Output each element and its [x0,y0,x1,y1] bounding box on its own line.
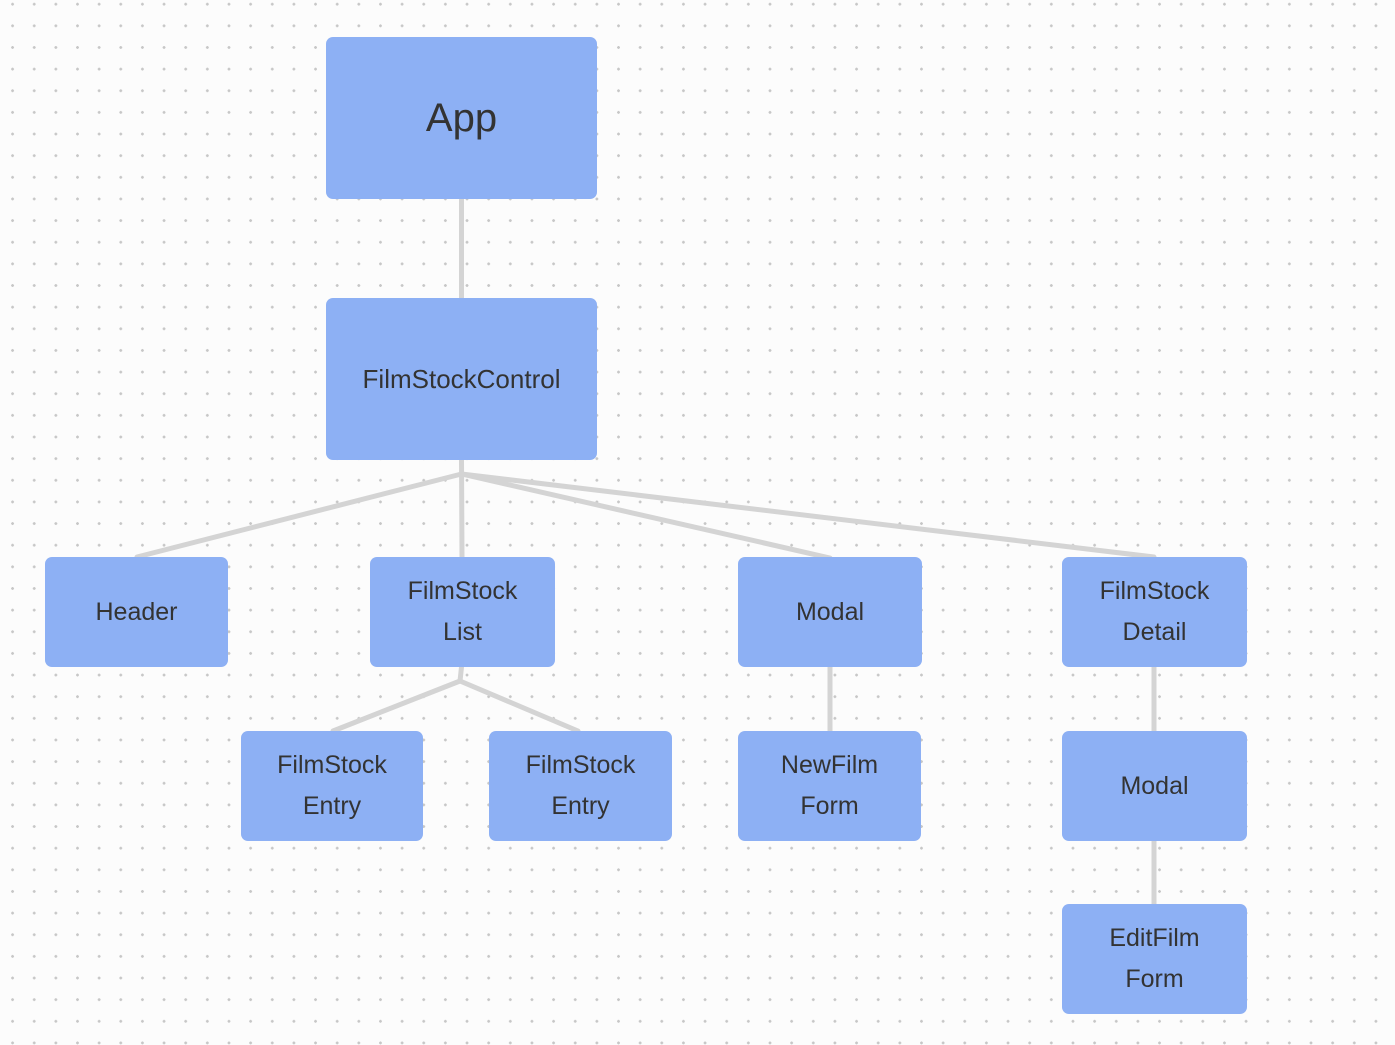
node-modal-1[interactable]: Modal [738,557,922,667]
node-label: Entry [302,792,362,820]
edge-filmstockcontrol--modal-1[interactable] [459,471,833,561]
edge-filmstockcontrol--header[interactable] [134,471,464,560]
node-label: FilmStock [1099,577,1210,605]
edge-filmstocklist--filmstockentry-1[interactable] [330,678,463,734]
node-label: EditFilm [1109,924,1200,952]
node-label: Form [1125,965,1184,993]
node-label: FilmStockControl [362,363,561,394]
node-header[interactable]: Header [45,557,228,667]
node-label: NewFilm [780,751,879,779]
node-app[interactable]: App [326,37,597,199]
node-label: FilmStock [407,577,518,605]
node-filmstockcontrol[interactable]: FilmStockControl [326,298,597,460]
node-label: Form [800,792,859,820]
node-label: Modal [795,597,865,626]
node-label: FilmStock [277,751,387,779]
node-modal-2[interactable]: Modal [1062,731,1247,841]
node-label: Entry [551,792,610,820]
node-label: Header [95,597,178,626]
node-label: FilmStock [525,751,636,779]
node-label: Detail [1122,618,1187,646]
edge-filmstocklist--filmstockentry-2[interactable] [457,678,581,734]
node-label: Modal [1120,771,1189,800]
edge-filmstockcontrol--filmstockdetail[interactable] [459,471,1157,560]
node-label: App [425,96,498,140]
node-label: List [443,618,482,646]
